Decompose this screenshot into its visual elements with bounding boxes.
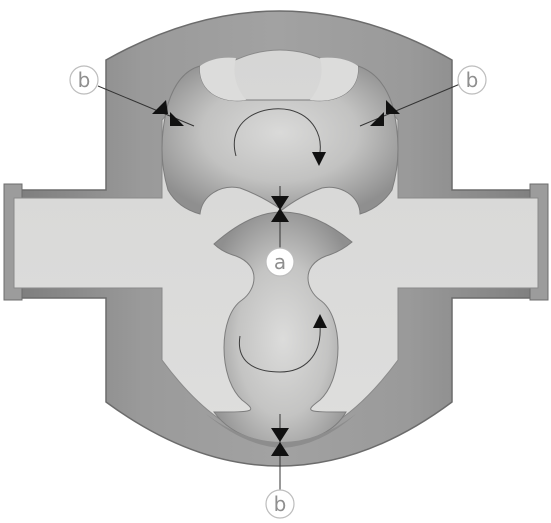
svg-text:a: a xyxy=(274,250,286,274)
top-rotor xyxy=(161,57,399,215)
bottom-rotor xyxy=(206,211,356,448)
callout-gap-top-left: b xyxy=(69,65,99,95)
rotation-arrow-icon xyxy=(233,108,326,166)
callout-gap-top-right: b xyxy=(457,65,487,95)
svg-text:b: b xyxy=(274,492,287,516)
callout-gap-bottom: b xyxy=(265,489,295,519)
rotation-arrow-icon xyxy=(238,314,327,373)
callout-gap-center: a xyxy=(265,247,295,277)
svg-text:b: b xyxy=(466,68,479,92)
gap-marker-icon xyxy=(97,83,461,490)
svg-text:b: b xyxy=(78,68,91,92)
